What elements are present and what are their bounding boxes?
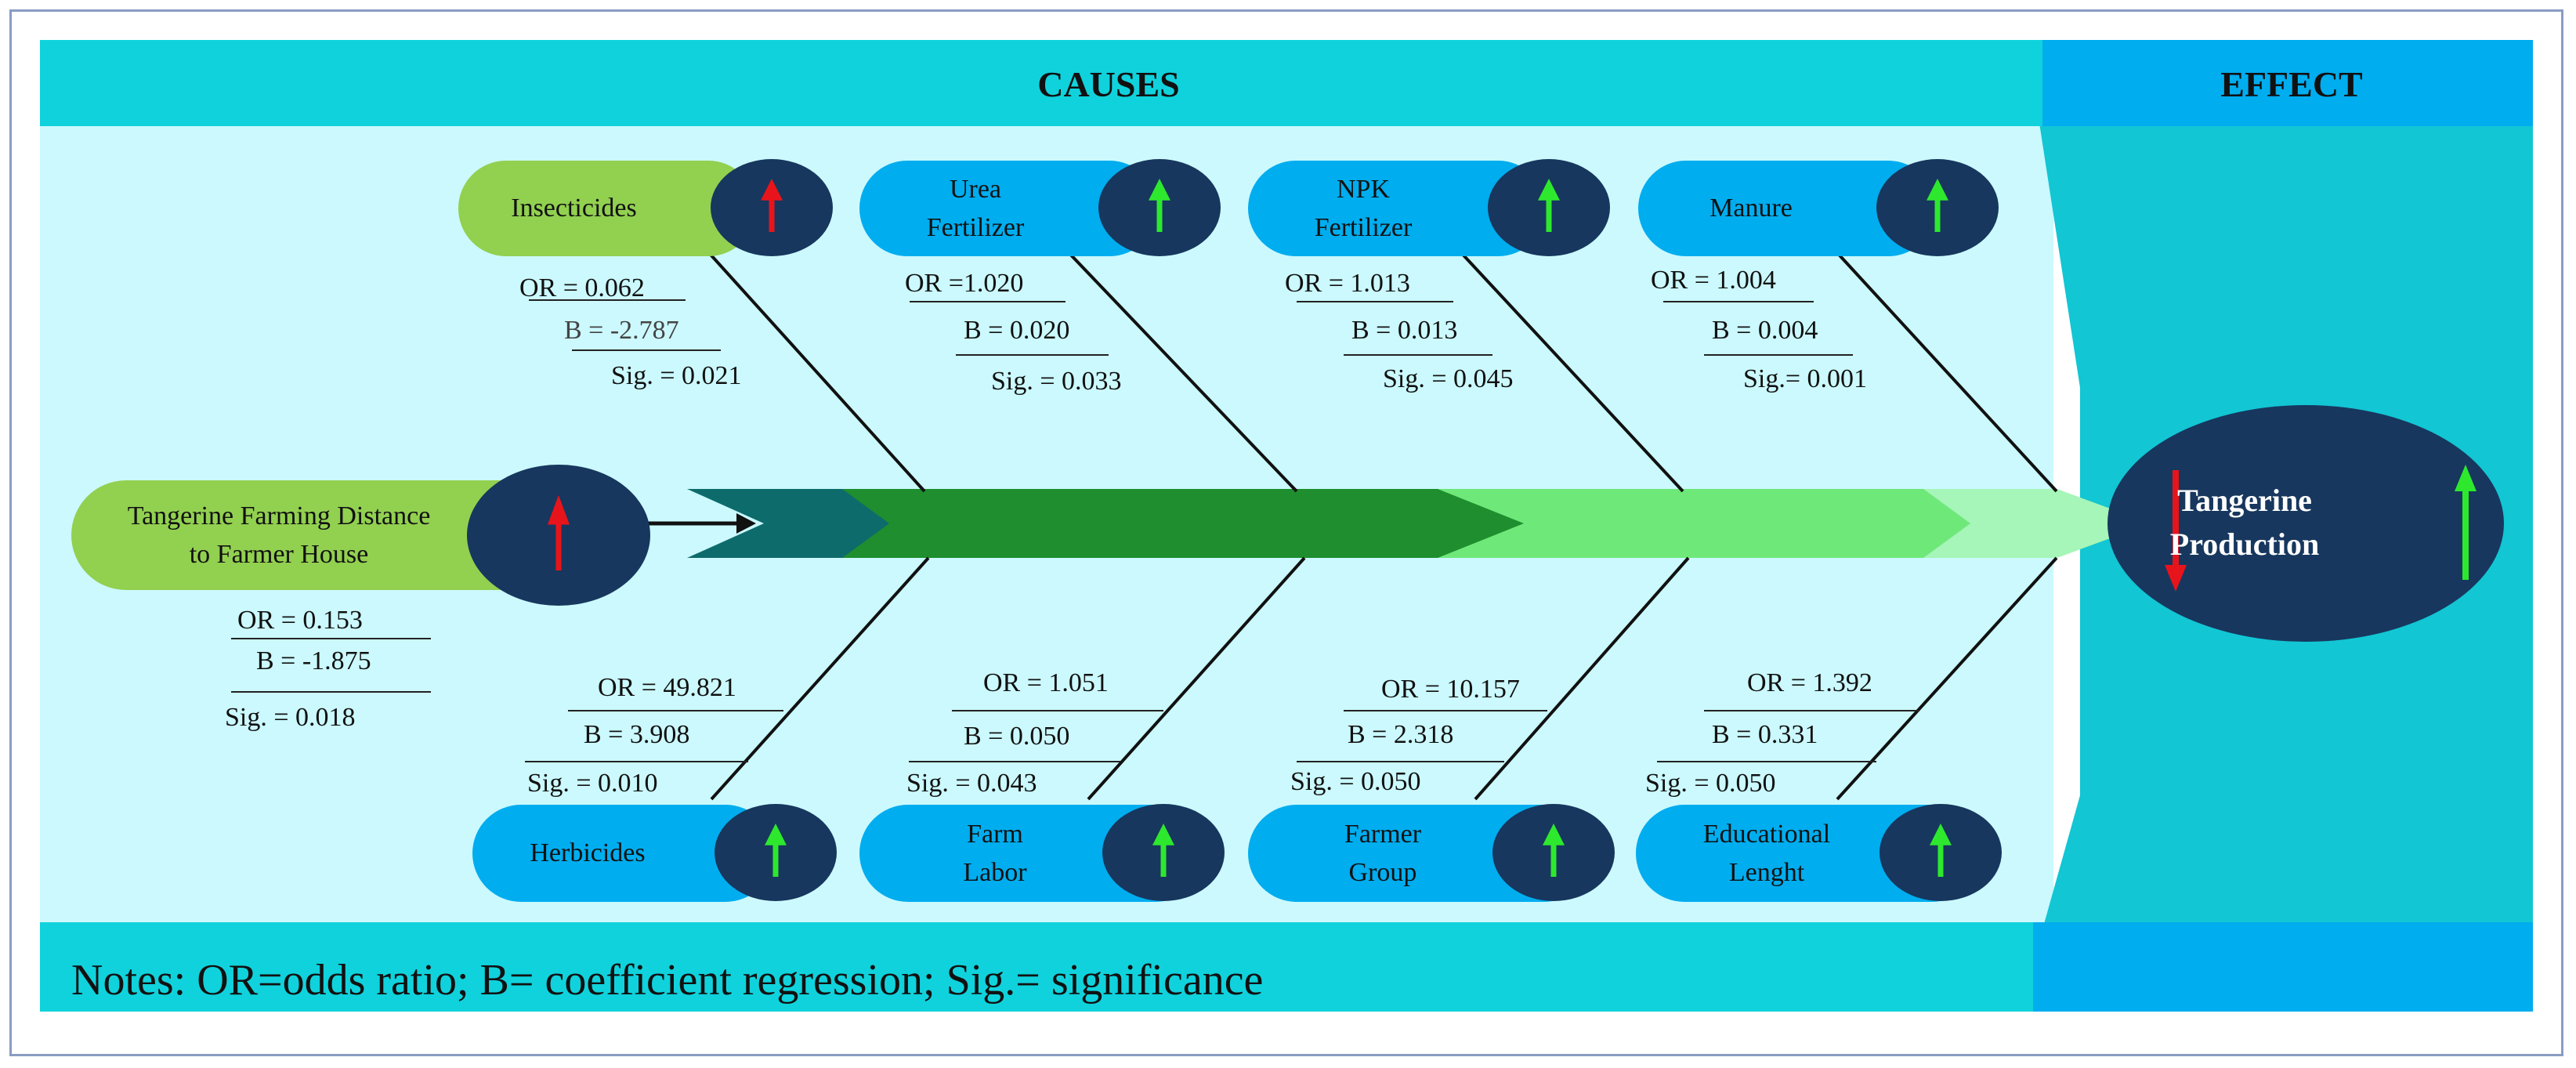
- notes-text: Notes: OR=odds ratio; B= coefficient reg…: [71, 956, 1264, 1005]
- urea-label: Urea Fertilizer: [926, 174, 1025, 242]
- bone-manure: [1830, 245, 2058, 493]
- group-label: Farmer Group: [1344, 819, 1422, 887]
- spine-teal-tail: [687, 489, 889, 558]
- distance-pill: [71, 480, 588, 590]
- fishbone-diagram: [40, 40, 2533, 1012]
- education-arrow-up-icon: [1930, 824, 1952, 877]
- effect-header: EFFECT: [2220, 64, 2363, 104]
- education-sig: Sig. = 0.050: [1645, 769, 1776, 798]
- spine-dark-segment: [842, 489, 1524, 558]
- bone-urea: [1062, 245, 1298, 493]
- group-b: B = 2.318: [1348, 720, 1454, 749]
- urea-b: B = 0.020: [964, 316, 1070, 345]
- npk-b: B = 0.013: [1351, 316, 1458, 345]
- effect-up-arrow-icon: [2455, 465, 2477, 580]
- insecticides-arrow-up-icon: [761, 179, 783, 232]
- labor-arrow-up-icon: [1152, 824, 1174, 877]
- npk-pill: [1248, 161, 1546, 256]
- diagram-frame: CAUSES EFFECT Notes: OR=odds ratio; B= c…: [9, 9, 2563, 1056]
- bone-herbicides: [710, 556, 930, 801]
- bone-insecticides: [702, 245, 926, 493]
- effect-down-arrow-icon: [2165, 470, 2187, 592]
- group-sig: Sig. = 0.050: [1290, 767, 1421, 796]
- urea-sig: Sig. = 0.033: [991, 367, 1122, 396]
- labor-or: OR = 1.051: [983, 668, 1109, 697]
- group-or: OR = 10.157: [1381, 675, 1520, 704]
- herbicides-sig: Sig. = 0.010: [527, 769, 658, 798]
- npk-arrow-up-icon: [1538, 179, 1560, 232]
- herbicides-or: OR = 49.821: [598, 673, 736, 702]
- distance-arrow-up-icon: [548, 495, 570, 570]
- education-b: B = 0.331: [1712, 720, 1818, 749]
- distance-connector-head: [736, 513, 756, 534]
- manure-sig: Sig.= 0.001: [1743, 364, 1868, 393]
- group-arrow-up-icon: [1543, 824, 1565, 877]
- bone-labor: [1087, 556, 1306, 801]
- distance-sig: Sig. = 0.018: [225, 703, 356, 732]
- urea-arrow-up-icon: [1149, 179, 1170, 232]
- notes-band: [40, 922, 2041, 1012]
- spine-pale-tip: [1923, 489, 2151, 558]
- distance-label: Tangerine Farming Distance to Farmer Hou…: [127, 501, 431, 569]
- distance-or: OR = 0.153: [237, 606, 363, 635]
- distance-b: B = -1.875: [256, 646, 371, 675]
- labor-b: B = 0.050: [964, 722, 1070, 751]
- insecticides-sig: Sig. = 0.021: [611, 361, 742, 390]
- bone-group: [1474, 556, 1690, 801]
- causes-header-band: [40, 40, 2053, 126]
- urea-pill: [859, 161, 1157, 256]
- bone-education: [1836, 556, 2058, 801]
- effect-notes-band: [2033, 922, 2533, 1012]
- herbicides-pill: [472, 805, 774, 902]
- labor-sig: Sig. = 0.043: [906, 769, 1037, 798]
- urea-or: OR =1.020: [905, 269, 1024, 298]
- herbicides-b: B = 3.908: [584, 720, 690, 749]
- insecticides-or: OR = 0.062: [519, 273, 645, 302]
- education-label: Educational Lenght: [1702, 819, 1831, 887]
- manure-or: OR = 1.004: [1651, 266, 1776, 295]
- manure-b: B = 0.004: [1712, 316, 1818, 345]
- labor-label: Farm Labor: [963, 819, 1027, 887]
- insecticides-pill: [458, 161, 756, 256]
- effect-label: Tangerine Production: [2169, 483, 2320, 562]
- manure-pill: [1638, 161, 1936, 256]
- insecticides-label: Insecticides: [511, 194, 637, 223]
- effect-ellipse: [2107, 405, 2504, 642]
- herbicides-arrow-up-icon: [765, 824, 787, 877]
- npk-sig: Sig. = 0.045: [1383, 364, 1514, 393]
- herbicides-label: Herbicides: [530, 838, 646, 868]
- manure-arrow-up-icon: [1927, 179, 1948, 232]
- npk-label: NPK Fertilizer: [1314, 174, 1413, 242]
- npk-or: OR = 1.013: [1285, 269, 1410, 298]
- effect-header-band: [2042, 40, 2533, 126]
- causes-header: CAUSES: [1037, 64, 1180, 104]
- education-or: OR = 1.392: [1747, 668, 1872, 697]
- bone-npk: [1454, 245, 1684, 493]
- insecticides-b: B = -2.787: [564, 316, 679, 345]
- manure-label: Manure: [1709, 194, 1793, 223]
